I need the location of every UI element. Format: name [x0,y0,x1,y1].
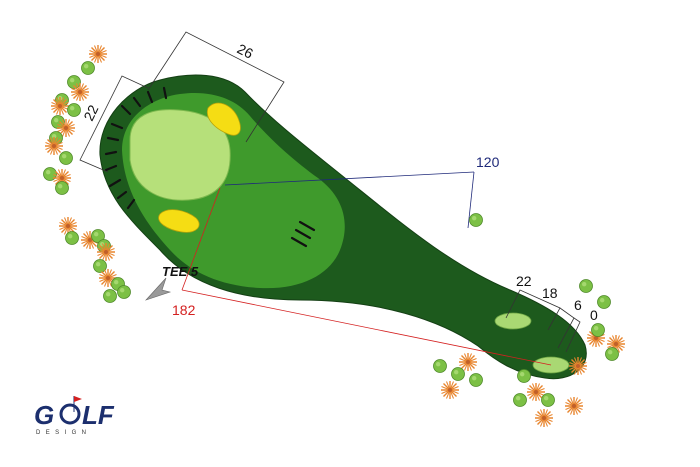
golf-ball-icon [59,403,81,425]
dim-tee-front [505,289,581,353]
dim-green-depth [79,75,149,173]
tee-arrow-icon [145,277,172,301]
green-depth-label: 22 [80,102,101,123]
tee-label: TEE 5 [162,264,199,279]
layup-label: 120 [476,154,500,170]
dim-tee-center [181,187,552,366]
tee-box-upper [494,312,532,330]
putting-green [129,109,231,201]
bunker-left [158,209,200,233]
front-dist-d: 0 [590,307,598,323]
front-dist-a: 22 [516,273,532,289]
front-dist-c: 6 [574,297,582,313]
golf-design-logo: G LF DESIGN [34,396,115,436]
dim-green-width [147,31,285,143]
green-width-label: 26 [235,40,256,61]
dim-layup [224,171,475,229]
flag-icon [74,396,82,402]
slope-marks [104,86,316,248]
tee-marker: TEE 5 [145,264,199,301]
logo-tagline: DESIGN [36,430,91,436]
logo-word-lf: LF [82,400,115,430]
front-dist-b: 18 [542,285,558,301]
tee-center-label: 182 [172,302,196,318]
logo-word-g: G [34,400,54,430]
bunker-right [206,102,241,136]
